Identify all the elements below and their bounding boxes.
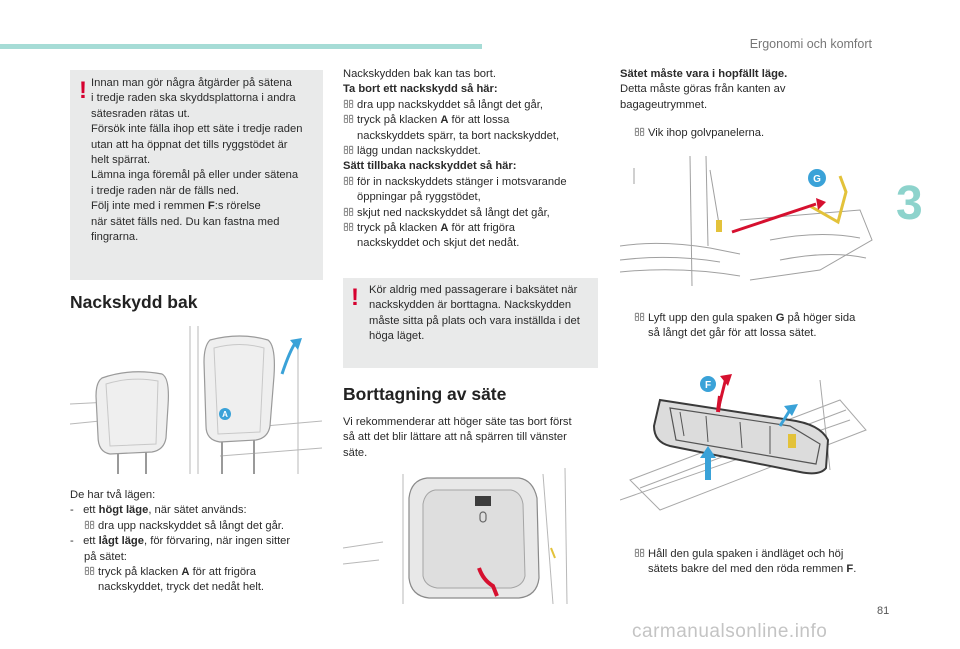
- section-title: Ergonomi och komfort: [749, 37, 872, 51]
- headrest-illustration: A: [69, 326, 323, 476]
- warning-line: Följ inte med i remmen F:s rörelse: [91, 200, 261, 213]
- position-low-step:  tryck på klacken A för att frigöra: [84, 566, 256, 579]
- lever-f-drawing: F: [619, 374, 867, 511]
- seat-top-drawing: [342, 467, 568, 605]
- position-low-cont: på sätet:: [84, 550, 127, 563]
- callout-f-marker: [700, 376, 716, 392]
- warning-icon: !: [79, 77, 87, 104]
- positions-intro: De har två lägen:: [70, 489, 156, 501]
- warning-box: ! Kör aldrig med passagerare i baksätet …: [343, 278, 598, 368]
- red-strap: [477, 567, 499, 597]
- seat-label-icon: [475, 496, 491, 506]
- refit-title: Sätt tillbaka nackskyddet så här:: [343, 160, 517, 173]
- watermark: carmanualsonline.info: [632, 621, 828, 642]
- position-high: - ett högt läge, när sätet används:: [70, 504, 247, 517]
- fold-panels-step: Vik ihop golvpanelerna.: [634, 127, 765, 139]
- warning-line: när sätet fälls ned. Du kan fastna med: [91, 215, 280, 228]
- warning-line: sätesraden rätas ut.: [91, 107, 190, 120]
- refit-step-cont: nackskyddet och skjut det nedåt.: [357, 237, 520, 250]
- remove-title: Ta bort ett nackskydd så här:: [343, 83, 498, 96]
- position-high-step:  dra upp nackskyddet så långt det går.: [84, 519, 284, 532]
- accent-bar: [0, 44, 482, 49]
- remove-step: lägg undan nackskyddet.: [343, 145, 481, 158]
- chapter-number: 3: [896, 177, 923, 230]
- warning-line: Lämna inga föremål på eller under sätena: [91, 169, 299, 182]
- warning-line: i tredje raden när de fälls ned.: [91, 184, 240, 197]
- callout-a: A: [222, 410, 228, 419]
- position-low: - ett lågt läge, för förvaring, när inge…: [70, 535, 291, 548]
- must-fold-note: Sätet måste vara i hopfällt läge.: [620, 68, 788, 80]
- callout-g: G: [813, 174, 821, 185]
- lever-f-illustration: F: [619, 360, 876, 520]
- warning-line: höga läget.: [369, 330, 425, 343]
- position-low-step-cont: nackskyddet, tryck det nedåt helt.: [98, 581, 265, 594]
- refit-step: tryck på klacken A för att frigöra: [343, 222, 515, 235]
- refit-step: för in nackskyddets stänger i motsvaran…: [343, 175, 567, 188]
- callout-f: F: [705, 380, 711, 391]
- callout-a-marker: [219, 408, 231, 420]
- warning-icon: !: [351, 284, 359, 311]
- warning-line: helt spärrat.: [91, 154, 151, 167]
- remove-step-cont: nackskyddets spärr, ta bort nackskyddet,: [357, 129, 560, 142]
- hold-lever-step-cont: sätets bakre del med den röda remmen F.: [648, 563, 857, 576]
- warning-line: fingrarna.: [91, 231, 139, 244]
- lever-g-illustration: G: [619, 150, 876, 287]
- warning-line: Försök inte fälla ihop ett säte i tredje…: [91, 123, 303, 136]
- warning-line: i tredje raden ska skyddsplattorna i and…: [91, 92, 296, 105]
- arrow-to-lever: [731, 202, 817, 234]
- removal-intro: Nackskydden bak kan tas bort.: [343, 68, 496, 80]
- remove-step: tryck på klacken A för att lossa: [343, 114, 510, 127]
- warning-line: Kör aldrig med passagerare i baksätet nä…: [369, 284, 578, 296]
- seat-top-illustration: [342, 467, 599, 605]
- hold-lever-step: Håll den gula spaken i ändläget och höj: [634, 548, 844, 560]
- warning-box: ! Innan man gör några åtgärder på sätena…: [70, 70, 323, 280]
- page-number: 81: [877, 605, 890, 617]
- refit-step-cont: öppningar på ryggstödet,: [357, 191, 481, 204]
- lift-lever-step: Lyft upp den gula spaken G på höger sid…: [634, 312, 856, 324]
- remove-step: dra upp nackskyddet så långt det går,: [343, 98, 543, 111]
- removal-text: så att det blir lättare att nå spärren t…: [343, 431, 567, 444]
- removal-text: Vi rekommenderar att höger säte tas bort…: [343, 416, 572, 428]
- removal-text: säte.: [343, 446, 368, 459]
- heading-headrest: Nackskydd bak: [70, 292, 198, 312]
- refit-step: skjut ned nackskyddet så långt det går,: [343, 206, 550, 219]
- callout-g-marker: [808, 169, 826, 187]
- warning-line: nackskydden är borttagna. Nackskydden: [369, 299, 572, 312]
- warning-line: Innan man gör några åtgärder på sätena: [91, 77, 292, 89]
- heading-seat-removal: Borttagning av säte: [343, 384, 507, 404]
- lift-lever-step-cont: så långt det går för att lossa sätet.: [648, 327, 817, 340]
- trunk-note: Detta måste göras från kanten av: [620, 83, 786, 96]
- lever-g-drawing: G: [619, 155, 873, 287]
- warning-line: utan att ha öppnat det tills ryggstödet …: [91, 138, 288, 151]
- warning-line: måste sitta på plats och vara inställda …: [369, 314, 580, 327]
- trunk-note: bagageutrymmet.: [620, 98, 708, 111]
- headrest-drawing: A: [69, 326, 323, 474]
